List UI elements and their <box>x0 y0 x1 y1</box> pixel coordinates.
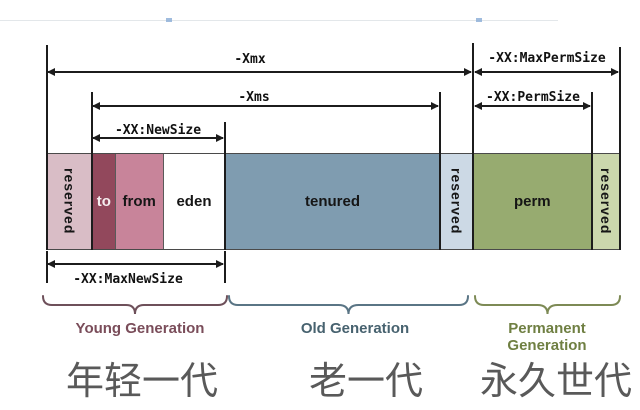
guide-line-perm-right <box>619 47 621 250</box>
segment-label: eden <box>176 193 212 210</box>
arrowhead-icon <box>431 102 439 110</box>
xmx-arrow <box>47 68 472 76</box>
segment-reserved-old: reserved <box>440 154 474 249</box>
young-generation-brace <box>42 295 228 315</box>
guide-line-xms-left <box>91 92 93 250</box>
segment-tenured: tenured <box>225 154 441 249</box>
guide-line-newsize-right <box>224 122 226 250</box>
arrowhead-icon <box>611 68 619 76</box>
arrowhead-icon <box>583 102 591 110</box>
segment-label: from <box>122 193 156 210</box>
permanent-generation-brace <box>474 295 621 315</box>
segment-label: perm <box>513 193 551 210</box>
arrowhead-icon <box>47 68 55 76</box>
segment-label: reserved <box>61 168 78 235</box>
segment-label: to <box>96 193 111 210</box>
xms-arrow <box>92 102 439 110</box>
permanent-generation-label: Permanent Generation <box>507 320 587 354</box>
guide-line-permsize-right <box>591 92 593 250</box>
arrowhead-icon <box>474 102 482 110</box>
permsize-arrow <box>474 102 591 110</box>
old-generation-caption-cn: 老一代 <box>308 361 423 403</box>
xms-label: -Xms <box>238 90 270 105</box>
arrowhead-icon <box>92 134 100 142</box>
segment-label: tenured <box>304 193 360 210</box>
old-generation-brace <box>228 295 469 315</box>
arrowhead-icon <box>474 68 482 76</box>
young-generation-label: Young Generation <box>75 320 205 337</box>
xmx-label: -Xmx <box>234 52 266 67</box>
permanent-generation-caption-cn: 永久世代 <box>479 361 632 403</box>
segment-label: reserved <box>448 168 465 235</box>
maxpermsize-label: -XX:MaxPermSize <box>488 51 606 66</box>
segment-reserved-perm: reserved <box>592 154 620 249</box>
maxnewsize-arrow <box>47 260 224 268</box>
heap-bar: reserved to from eden tenured reserved p… <box>46 153 621 250</box>
arrowhead-icon <box>216 260 224 268</box>
top-blue-mark <box>476 18 482 22</box>
old-generation-label: Old Generation <box>300 320 410 337</box>
top-border-artifact <box>0 20 558 21</box>
young-generation-caption-cn: 年轻一代 <box>65 361 218 403</box>
segment-reserved-young: reserved <box>47 154 93 249</box>
arrowhead-icon <box>47 260 55 268</box>
tick-maxnewsize-right <box>224 251 226 283</box>
permsize-label: -XX:PermSize <box>486 90 580 105</box>
newsize-arrow <box>92 134 224 142</box>
guide-line-xms-right <box>439 92 441 250</box>
guide-line-heap-perm-boundary <box>472 43 474 250</box>
guide-line-heap-left <box>46 45 48 250</box>
segment-label: reserved <box>598 168 615 235</box>
arrowhead-icon <box>92 102 100 110</box>
segment-from: from <box>115 154 164 249</box>
newsize-label: -XX:NewSize <box>114 123 202 138</box>
segment-eden: eden <box>163 154 226 249</box>
segment-perm: perm <box>473 154 593 249</box>
segment-to: to <box>92 154 116 249</box>
arrowhead-icon <box>216 134 224 142</box>
tick-maxnewsize-left <box>46 251 48 283</box>
top-blue-mark <box>166 18 172 22</box>
arrowhead-icon <box>464 68 472 76</box>
maxnewsize-label: -XX:MaxNewSize <box>73 272 183 287</box>
maxpermsize-arrow <box>474 68 619 76</box>
